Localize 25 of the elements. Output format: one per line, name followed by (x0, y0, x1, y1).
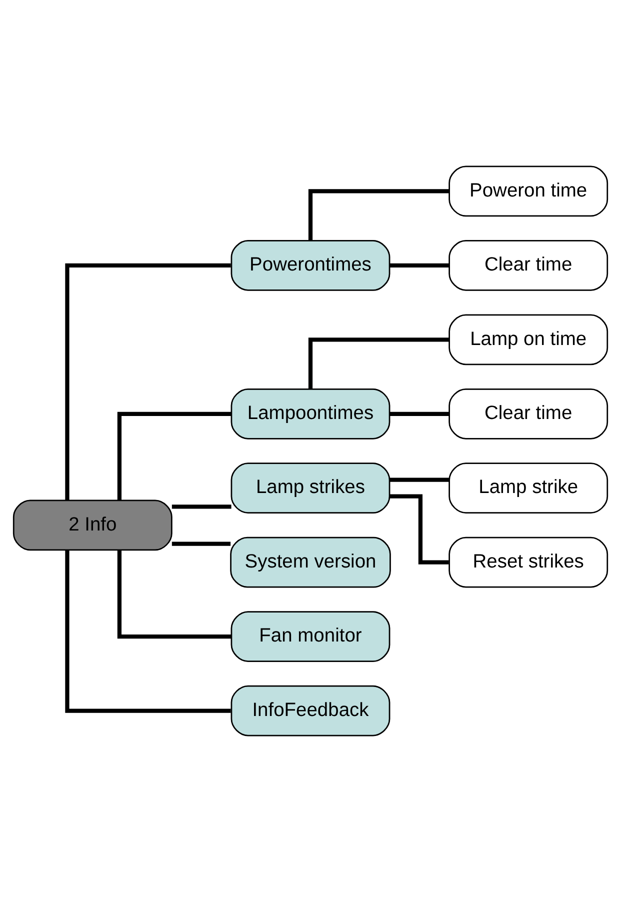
node-box: Lampoontimes (230, 388, 390, 440)
connector (172, 542, 231, 546)
node-box: InfoFeedback (230, 685, 390, 736)
node-box: Lamp strike (448, 462, 608, 514)
connector (390, 263, 450, 268)
connector (390, 412, 450, 416)
connector (390, 478, 450, 482)
connector (390, 494, 449, 564)
connector (117, 550, 232, 639)
connector (172, 504, 232, 509)
node-box: Fan monitor (230, 611, 390, 662)
node-box: Clear time (448, 240, 608, 291)
connector (65, 550, 231, 713)
node-box: System version (230, 536, 391, 588)
connector (117, 412, 232, 500)
node-box: Lamp strikes (230, 462, 390, 514)
connector (308, 189, 450, 240)
node-box: Reset strikes (448, 536, 608, 588)
node-box: Poweron time (448, 166, 608, 217)
node-box: Lamp on time (448, 314, 608, 366)
node-box: 2 Info (12, 500, 172, 551)
node-box: Powerontimes (230, 240, 390, 291)
node-box: Clear time (448, 388, 608, 440)
connector (308, 338, 450, 389)
connector (65, 263, 231, 500)
